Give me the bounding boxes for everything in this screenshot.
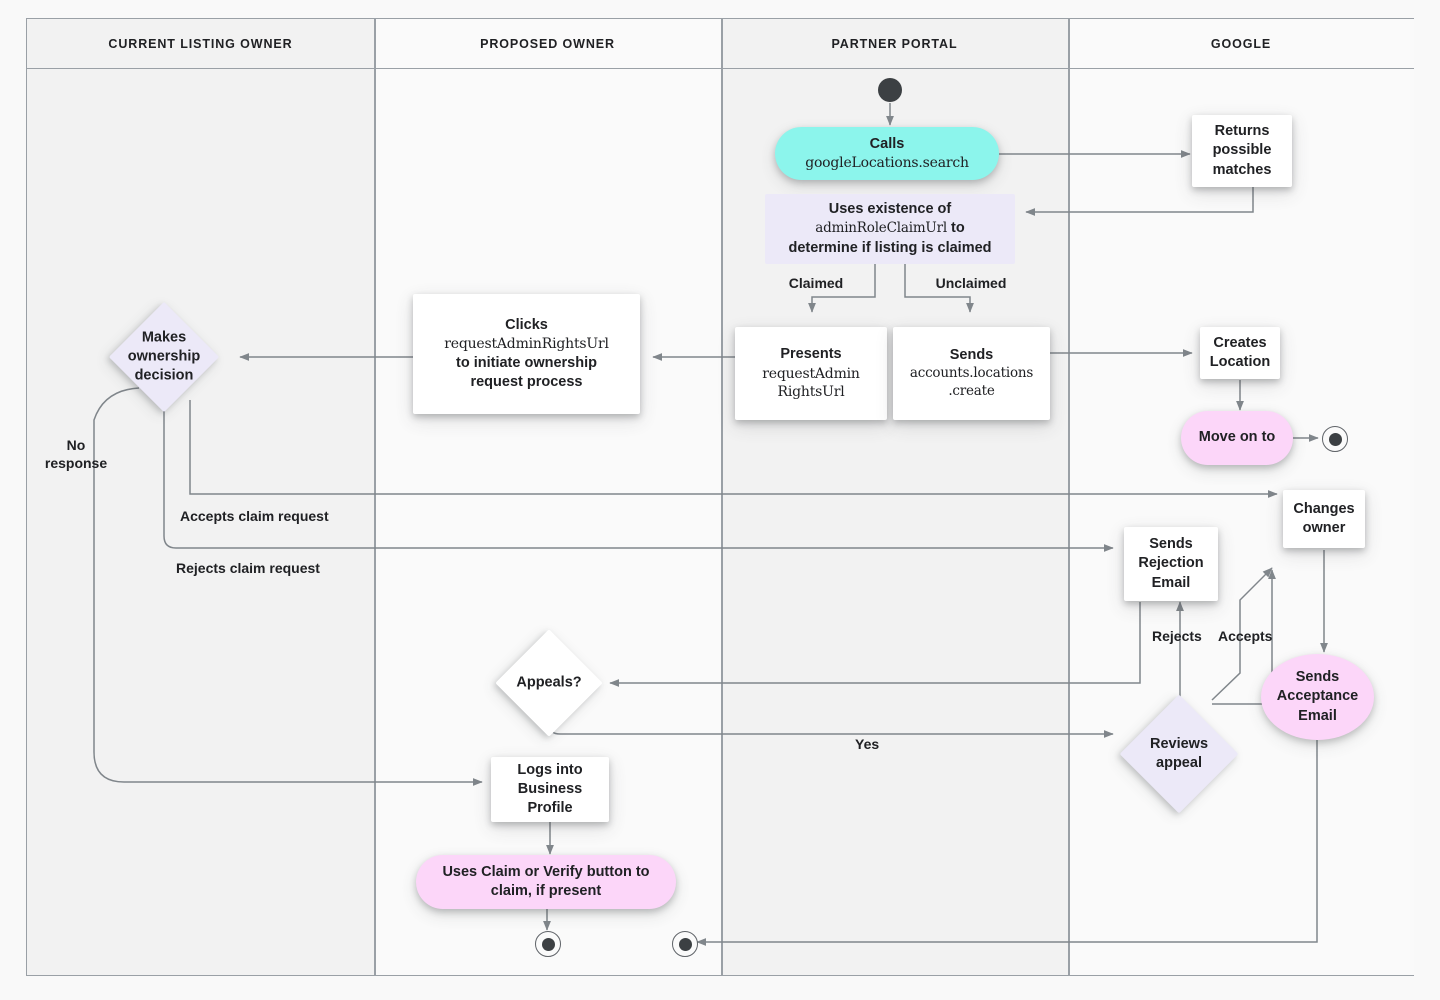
lane-proposed-owner: PROPOSED OWNER: [374, 19, 721, 975]
node-sends-acceptance-email[interactable]: Sends Acceptance Email: [1261, 654, 1374, 740]
node-line-2: requestAdminRightsUrl: [444, 336, 609, 353]
node-uses-claim-or-verify-button[interactable]: Uses Claim or Verify button to claim, if…: [416, 855, 676, 909]
node-presents-request-admin-rights-url[interactable]: Presents requestAdmin RightsUrl: [735, 327, 887, 420]
node-creates-location[interactable]: Creates Location: [1200, 327, 1280, 379]
node-line-1: Uses existence of: [828, 201, 952, 218]
edge-label-unclaimed: Unclaimed: [935, 275, 1007, 291]
node-line-1: Calls: [869, 135, 905, 152]
node-appeals-decision[interactable]: Appeals?: [495, 629, 603, 737]
node-line-1: Sends: [949, 347, 994, 364]
node-logs-into-business-profile[interactable]: Logs into Business Profile: [491, 757, 609, 822]
diamond-shape: [108, 301, 220, 413]
edge-label-no-response: No response: [44, 437, 108, 472]
edge-label-rejects-claim-request: Rejects claim request: [176, 560, 320, 576]
node-changes-owner[interactable]: Changes owner: [1283, 490, 1365, 548]
node-line-3: to initiate ownership: [456, 354, 597, 371]
node-line-2-suffix: to: [946, 220, 965, 237]
lane-divider: [374, 19, 376, 975]
lane-header-proposed-owner: PROPOSED OWNER: [374, 19, 721, 69]
node-sends-rejection-email[interactable]: Sends Rejection Email: [1124, 527, 1218, 601]
lane-header-current-listing-owner: CURRENT LISTING OWNER: [27, 19, 374, 69]
node-sends-accounts-locations-create[interactable]: Sends accounts.locations .create: [893, 327, 1050, 420]
node-line-2: adminRoleClaimUrl to: [788, 219, 991, 238]
lane-divider: [721, 19, 723, 975]
end-node-google: [1322, 426, 1348, 452]
lane-title: GOOGLE: [1210, 36, 1272, 51]
node-line-2: accounts.locations: [909, 365, 1034, 382]
start-node: [878, 78, 902, 102]
node-text: Sends Rejection Email: [1138, 536, 1204, 591]
node-text: Sends Acceptance Email: [1276, 669, 1359, 724]
node-line-3: determine if listing is claimed: [788, 239, 992, 256]
lane-header-partner-portal: PARTNER PORTAL: [721, 19, 1068, 69]
lane-title: CURRENT LISTING OWNER: [108, 36, 293, 51]
node-text: Returns possible matches: [1212, 123, 1272, 178]
lane-title: PARTNER PORTAL: [831, 36, 958, 51]
node-line-1: Clicks: [505, 317, 548, 334]
node-calls-google-locations-search[interactable]: Calls googleLocations.search: [775, 127, 999, 180]
end-node-proposed-owner: [535, 931, 561, 957]
node-line-1: Presents: [780, 346, 842, 363]
diamond-shape: [495, 629, 603, 737]
node-line-2: claim, if present: [490, 883, 602, 899]
node-text: Creates Location: [1209, 334, 1271, 370]
node-clicks-request-admin-rights-url[interactable]: Clicks requestAdminRightsUrl to initiate…: [413, 294, 640, 414]
node-line-2: googleLocations.search: [805, 154, 969, 171]
node-line-1: Uses Claim or Verify button to: [442, 863, 650, 880]
edge-label-rejects: Rejects: [1152, 628, 1202, 644]
node-line-2: requestAdmin: [762, 365, 860, 382]
node-makes-ownership-decision[interactable]: Makes ownership decision: [108, 301, 220, 413]
edge-label-yes: Yes: [855, 736, 880, 752]
diamond-shape: [1119, 694, 1239, 814]
end-node-partner-portal: [672, 931, 698, 957]
node-line-4: request process: [470, 373, 583, 390]
node-text: Changes owner: [1293, 500, 1355, 536]
lane-current-listing-owner: CURRENT LISTING OWNER: [27, 19, 374, 975]
node-text: Logs into Business Profile: [517, 761, 583, 817]
node-move-on-to[interactable]: Move on to: [1181, 411, 1293, 465]
node-text: Move on to: [1198, 429, 1276, 446]
lane-header-google: GOOGLE: [1068, 19, 1414, 69]
node-reviews-appeal[interactable]: Reviews appeal: [1119, 694, 1239, 814]
node-returns-possible-matches[interactable]: Returns possible matches: [1192, 115, 1292, 187]
lane-title: PROPOSED OWNER: [480, 36, 615, 51]
node-line-3: RightsUrl: [777, 384, 845, 401]
edge-label-accepts-claim-request: Accepts claim request: [180, 508, 329, 524]
node-line-3: .create: [948, 383, 995, 400]
node-code-token: adminRoleClaimUrl: [815, 220, 947, 237]
node-uses-existence-of-admin-role-claim-url[interactable]: Uses existence of adminRoleClaimUrl to d…: [765, 194, 1015, 264]
edge-label-accepts: Accepts: [1218, 628, 1273, 644]
edge-label-claimed: Claimed: [788, 275, 844, 291]
lane-divider: [1068, 19, 1070, 975]
